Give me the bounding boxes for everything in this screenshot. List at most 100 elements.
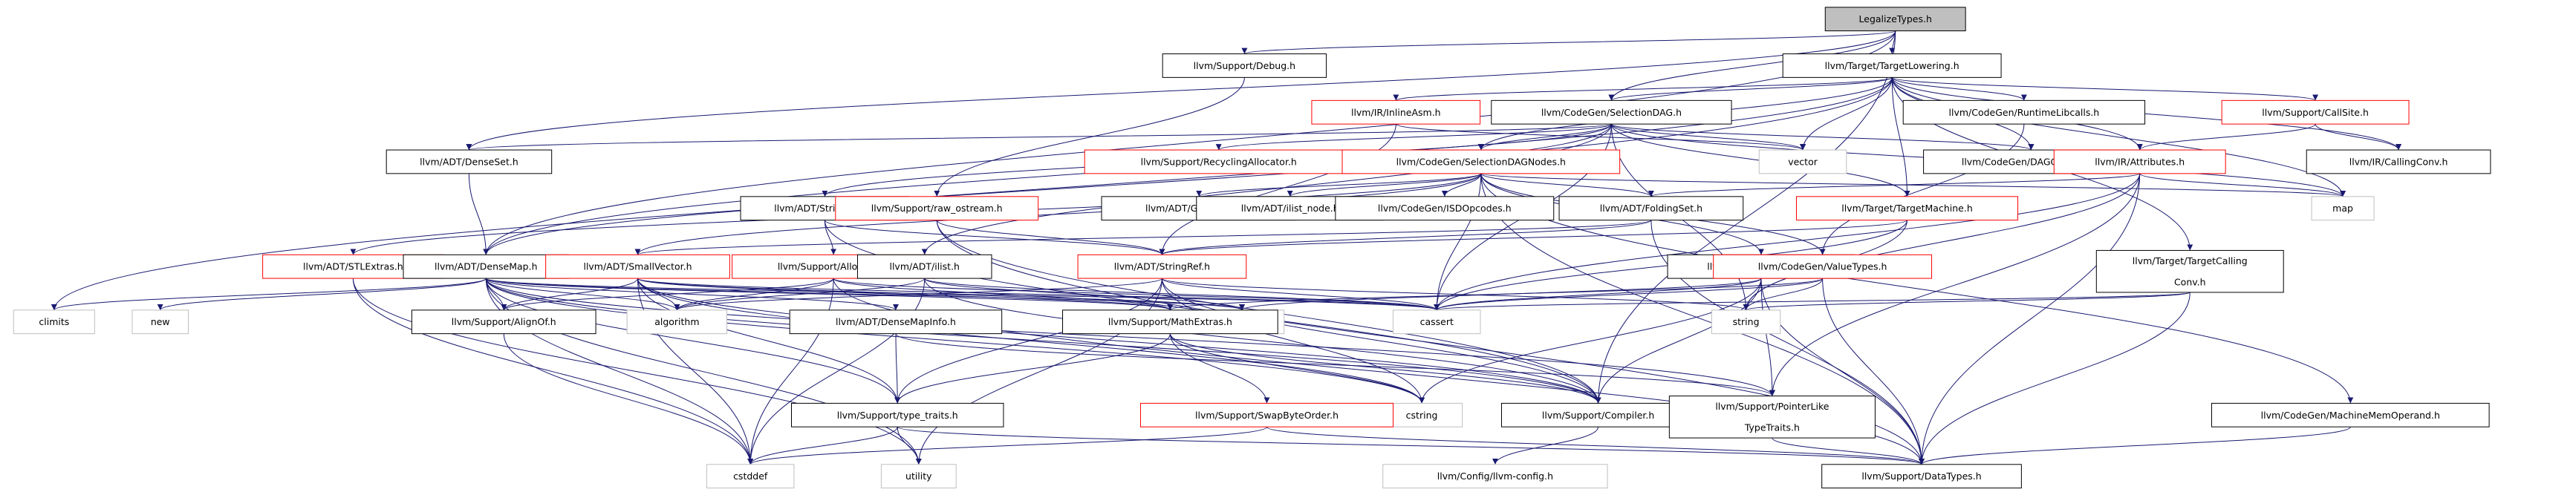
- edge-stringref-to-algorithm: [674, 278, 1162, 311]
- node-label-densemapinfo: llvm/ADT/DenseMapInfo.h: [836, 316, 956, 327]
- node-tli[interactable]: llvm/Target/TargetLowering.h: [1782, 53, 2002, 78]
- node-label-debug: llvm/Support/Debug.h: [1194, 60, 1295, 71]
- edge-ilist-to-iterator: [924, 278, 1245, 311]
- edge-densemap-to-algorithm: [485, 278, 680, 311]
- node-debug[interactable]: llvm/Support/Debug.h: [1162, 53, 1327, 78]
- edge-smallptrset-to-pointerlike: [1760, 278, 1775, 396]
- node-machinememop[interactable]: llvm/CodeGen/MachineMemOperand.h: [2211, 402, 2490, 427]
- edge-root-to-densesetH: [466, 30, 1896, 151]
- edge-seldagnodes-to-datatypes: [1480, 173, 1925, 465]
- node-callingconv[interactable]: llvm/IR/CallingConv.h: [2306, 149, 2491, 174]
- edge-valuetypes-to-string: [1743, 278, 1824, 311]
- node-label-cstddef: cstddef: [733, 471, 768, 482]
- node-valuetypes[interactable]: llvm/CodeGen/ValueTypes.h: [1713, 254, 1933, 279]
- node-compiler[interactable]: llvm/Support/Compiler.h: [1500, 402, 1696, 427]
- node-box-attributes: [2053, 149, 2226, 174]
- node-foldingset[interactable]: llvm/ADT/FoldingSet.h: [1558, 196, 1744, 221]
- node-box-isdopcodes: [1335, 196, 1555, 221]
- node-root[interactable]: LegalizeTypes.h: [1824, 7, 1966, 32]
- node-datatypes[interactable]: llvm/Support/DataTypes.h: [1821, 464, 2022, 489]
- edge-smallptrset-to-cstring: [1419, 278, 1762, 404]
- node-densemap[interactable]: llvm/ADT/DenseMap.h: [403, 254, 570, 279]
- node-vector: vector: [1758, 149, 1847, 174]
- node-densemapinfo[interactable]: llvm/ADT/DenseMapInfo.h: [789, 309, 1003, 335]
- node-box-vector: [1758, 149, 1847, 174]
- node-typetraits[interactable]: llvm/Support/type_traits.h: [790, 402, 1004, 427]
- node-recycling[interactable]: llvm/Support/RecyclingAllocator.h: [1084, 149, 1353, 174]
- node-label-tcc-0: llvm/Target/TargetCalling: [2133, 255, 2248, 266]
- node-label-foldingset: llvm/ADT/FoldingSet.h: [1600, 203, 1702, 214]
- node-isdopcodes[interactable]: llvm/CodeGen/ISDOpcodes.h: [1335, 196, 1555, 221]
- node-box-stringref: [1077, 254, 1247, 279]
- node-seldag[interactable]: llvm/CodeGen/SelectionDAG.h: [1491, 99, 1732, 125]
- node-densesetH[interactable]: llvm/ADT/DenseSet.h: [386, 149, 553, 174]
- edge-foldingset-to-datatypes: [1650, 220, 1925, 465]
- node-rtlibcalls[interactable]: llvm/CodeGen/RuntimeLibcalls.h: [1902, 99, 2146, 125]
- node-label-new: new: [151, 316, 170, 327]
- node-label-algorithm: algorithm: [654, 316, 699, 327]
- node-label-swapbyteorder: llvm/Support/SwapByteOrder.h: [1195, 410, 1339, 421]
- node-inlineasm[interactable]: llvm/IR/InlineAsm.h: [1311, 99, 1481, 125]
- node-label-utility: utility: [905, 471, 932, 482]
- edge-seldag-to-vector: [1610, 123, 1806, 151]
- node-label-stringref: llvm/ADT/StringRef.h: [1114, 261, 1210, 272]
- node-box-inlineasm: [1311, 99, 1481, 125]
- edge-mathextras-to-cstring: [1169, 333, 1425, 404]
- edge-allocator-to-alignof: [501, 278, 834, 311]
- node-rawostream[interactable]: llvm/Support/raw_ostream.h: [835, 196, 1039, 221]
- node-box-tli: [1782, 53, 2002, 78]
- node-box-utility: [880, 464, 957, 489]
- node-box-swapbyteorder: [1140, 402, 1394, 427]
- edge-stringref-to-utility: [915, 278, 1162, 465]
- edge-seldag-to-densesetH: [466, 123, 1612, 151]
- edge-stringref-to-cassert: [1161, 278, 1440, 311]
- node-box-climits: [13, 309, 95, 335]
- node-seldagnodes[interactable]: llvm/CodeGen/SelectionDAGNodes.h: [1341, 149, 1621, 174]
- node-smallvector[interactable]: llvm/ADT/SmallVector.h: [545, 254, 730, 279]
- node-string: string: [1711, 309, 1781, 335]
- node-label-rtlibcalls: llvm/CodeGen/RuntimeLibcalls.h: [1949, 107, 2100, 118]
- node-cstring: cstring: [1380, 402, 1463, 427]
- node-stringref[interactable]: llvm/ADT/StringRef.h: [1077, 254, 1247, 279]
- edge-stlextras-to-utility: [352, 278, 922, 465]
- node-box-callingconv: [2306, 149, 2491, 174]
- node-label-mathextras: llvm/Support/MathExtras.h: [1108, 316, 1232, 327]
- node-box-debug: [1162, 53, 1327, 78]
- node-label-seldagnodes: llvm/CodeGen/SelectionDAGNodes.h: [1396, 156, 1566, 167]
- edge-mathextras-to-typetraits: [894, 333, 1171, 404]
- node-box-algorithm: [626, 309, 728, 335]
- node-new: new: [131, 309, 189, 335]
- node-label-tcc-1: Conv.h: [2174, 276, 2206, 287]
- edge-stringmap-to-stringref: [824, 220, 1165, 255]
- node-box-targetmachine: [1795, 196, 2019, 221]
- edge-seldagnodes-to-foldingset: [1480, 173, 1654, 197]
- node-attributes[interactable]: llvm/IR/Attributes.h: [2053, 149, 2226, 174]
- node-label-typetraits: llvm/Support/type_traits.h: [837, 410, 958, 421]
- edge-valuetypes-to-cassert: [1434, 278, 1824, 311]
- node-box-root: [1824, 7, 1966, 32]
- node-label-ilist: llvm/ADT/ilist.h: [889, 261, 959, 272]
- node-label-smallvector: llvm/ADT/SmallVector.h: [583, 261, 692, 272]
- node-label-attributes: llvm/IR/Attributes.h: [2095, 156, 2185, 167]
- node-targetmachine[interactable]: llvm/Target/TargetMachine.h: [1795, 196, 2019, 221]
- edge-callsite-to-attributes: [2136, 123, 2316, 151]
- node-label-map: map: [2332, 203, 2353, 214]
- edge-pointerlike-to-datatypes: [1772, 437, 1925, 465]
- edge-seldag-to-recycling: [1215, 123, 1612, 151]
- edges-layer: [51, 30, 2402, 465]
- node-label-pointerlike-0: llvm/Support/PointerLike: [1715, 401, 1829, 412]
- edge-smallptrset-to-compiler: [1595, 278, 1762, 404]
- node-swapbyteorder[interactable]: llvm/Support/SwapByteOrder.h: [1140, 402, 1394, 427]
- node-label-isdopcodes: llvm/CodeGen/ISDOpcodes.h: [1378, 203, 1512, 214]
- edge-densesetH-to-densemap: [468, 173, 489, 255]
- edge-debug-to-rawostream: [934, 77, 1245, 197]
- node-alignof[interactable]: llvm/Support/AlignOf.h: [411, 309, 596, 335]
- node-mathextras[interactable]: llvm/Support/MathExtras.h: [1062, 309, 1278, 335]
- node-box-seldagnodes: [1341, 149, 1621, 174]
- edge-ilist-to-cstddef: [747, 278, 926, 465]
- node-callsite[interactable]: llvm/Support/CallSite.h: [2221, 99, 2410, 125]
- node-ilist[interactable]: llvm/ADT/ilist.h: [856, 254, 992, 279]
